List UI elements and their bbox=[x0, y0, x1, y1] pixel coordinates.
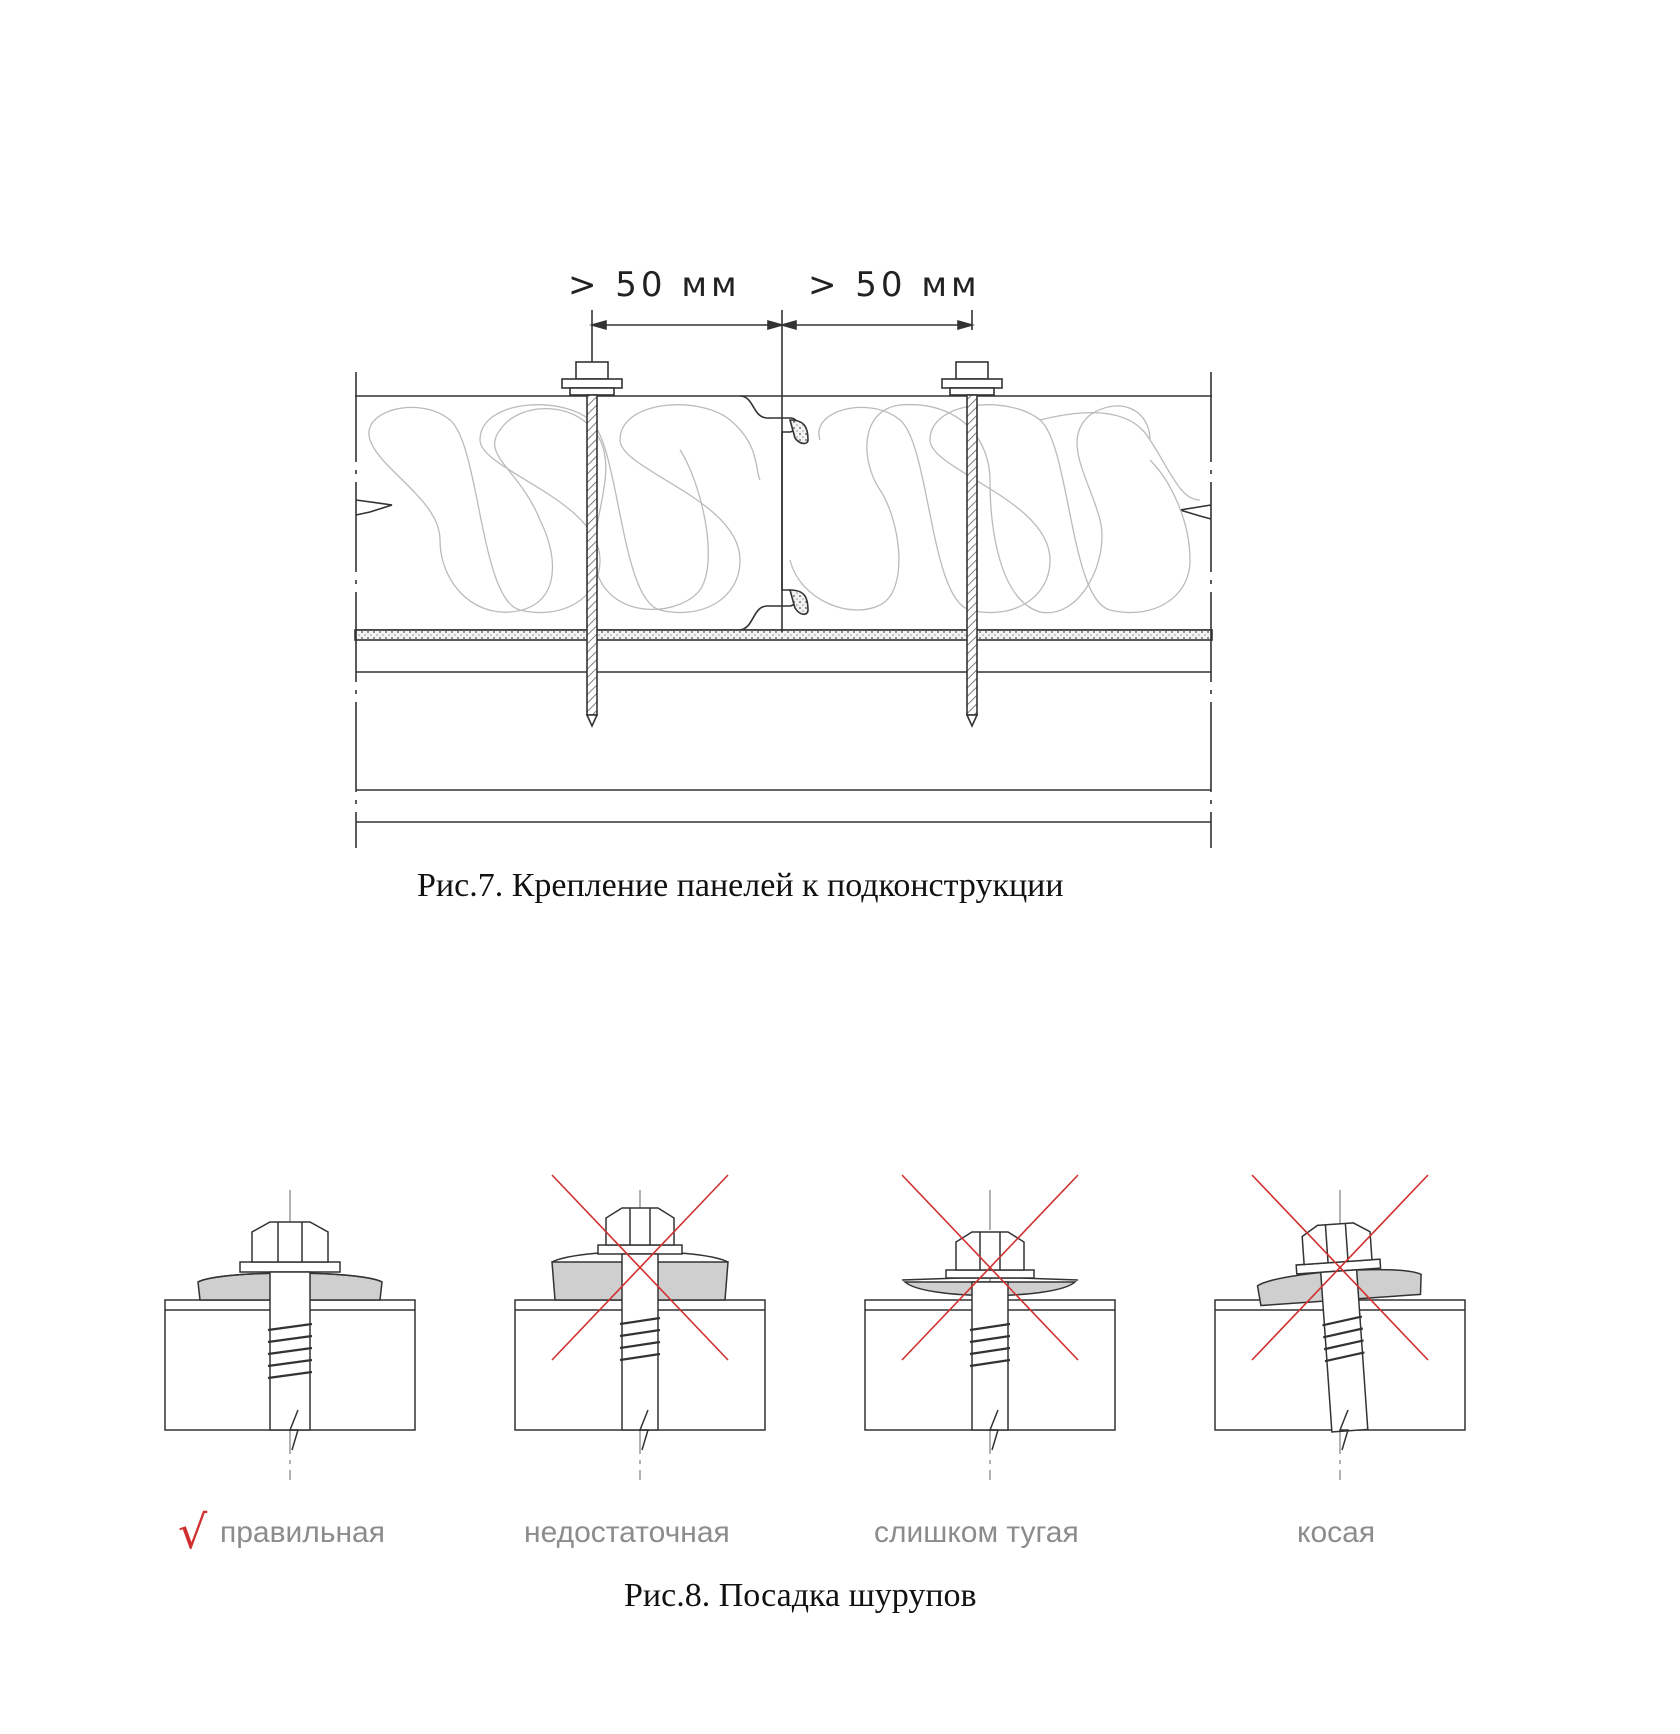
variant-label-insufficient: недостаточная bbox=[524, 1516, 730, 1549]
dimension-line bbox=[589, 310, 975, 390]
dimension-label-left: > 50 мм bbox=[568, 265, 741, 305]
substructure-beam bbox=[356, 671, 1211, 823]
screw-right bbox=[941, 361, 1003, 728]
cross-mark bbox=[1251, 1174, 1429, 1361]
variant-label-too-tight: слишком тугая bbox=[874, 1516, 1079, 1549]
dimension-label-right: > 50 мм bbox=[808, 265, 981, 305]
variant-too-tight bbox=[864, 1174, 1116, 1480]
figure-7-caption: Рис.7. Крепление панелей к подконструкци… bbox=[417, 867, 1064, 904]
figure-8-screw-seating: √ правильная недостаточная слишком тугая… bbox=[164, 1174, 1466, 1614]
insulation-pattern bbox=[368, 403, 1201, 614]
cross-mark bbox=[901, 1174, 1079, 1361]
cross-mark bbox=[551, 1174, 729, 1361]
panel-joint bbox=[739, 390, 809, 632]
variant-label-correct: правильная bbox=[220, 1516, 385, 1549]
variant-skewed bbox=[1214, 1174, 1466, 1480]
screw-left bbox=[561, 361, 623, 728]
figure-7-panel-fastening: > 50 мм > 50 мм bbox=[354, 265, 1213, 904]
sandwich-panel bbox=[354, 372, 1213, 848]
figure-8-caption: Рис.8. Посадка шурупов bbox=[624, 1577, 977, 1614]
screw-thread bbox=[267, 1322, 313, 1380]
check-mark-icon: √ bbox=[178, 1505, 208, 1559]
variant-correct bbox=[164, 1190, 416, 1480]
variant-label-skewed: косая bbox=[1297, 1516, 1375, 1549]
variant-insufficient bbox=[514, 1174, 766, 1480]
